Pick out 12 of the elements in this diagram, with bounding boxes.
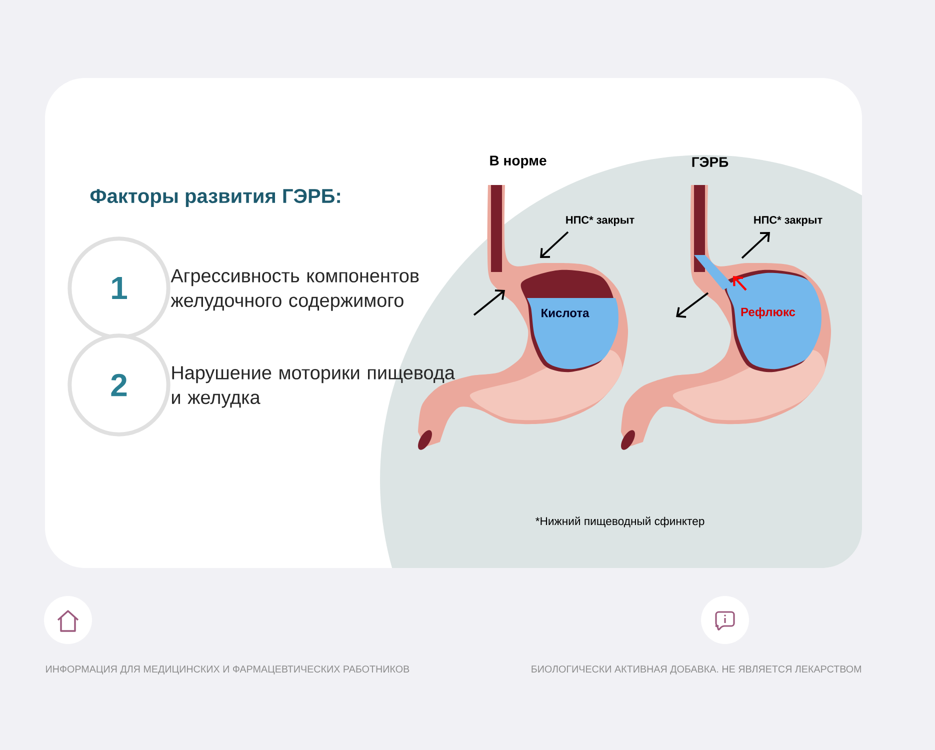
title: Факторы развития ГЭРБ: xyxy=(90,188,340,208)
caption: ГЭРБ xyxy=(692,157,728,167)
disclaimer: БИОЛОГИЧЕСКИ АКТИВНАЯ ДОБАВКА. НЕ ЯВЛЯЕТСЯ ЛЕКАРСТВОМ xyxy=(532,666,861,674)
footnote: *Нижний пищеводный сфинктер xyxy=(536,516,704,528)
fluid-label: Рефлюкс xyxy=(741,307,796,319)
caption: В норме xyxy=(490,156,546,168)
fluid-label: Кислота xyxy=(542,308,590,318)
disclaimer: ИНФОРМАЦИЯ ДЛЯ МЕДИЦИНСКИХ И ФАРМАЦЕВТИЧЕСКИХ РАБОТНИКОВ xyxy=(46,666,410,674)
factor-text: Нарушение моторики пищевода и желудка xyxy=(172,366,455,408)
callout-label: НПС* закрыт xyxy=(754,216,822,226)
factor-text: Агрессивность компонентов желудочного содержимого xyxy=(170,269,419,311)
callout-label: НПС* закрыт xyxy=(566,216,634,226)
